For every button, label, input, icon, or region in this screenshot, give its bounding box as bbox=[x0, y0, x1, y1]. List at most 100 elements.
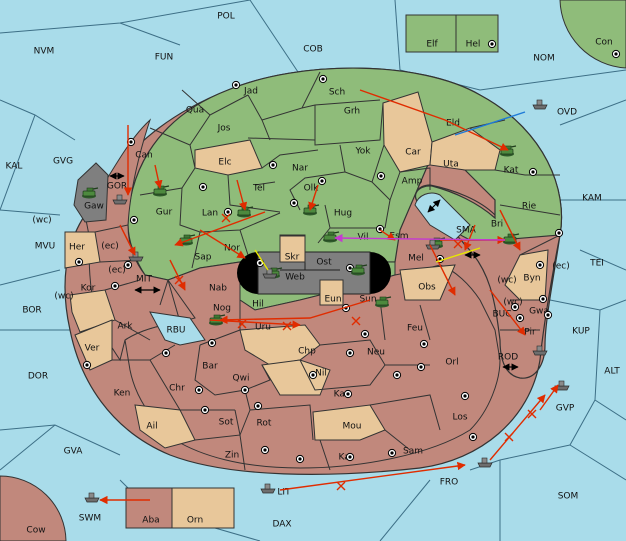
supply-center-icon bbox=[419, 339, 429, 349]
label-rbu: RBU bbox=[166, 326, 185, 336]
label-gva: GVA bbox=[64, 447, 84, 457]
support-lines bbox=[254, 111, 526, 271]
supply-center-icon bbox=[240, 385, 250, 395]
supply-center-icon bbox=[535, 260, 545, 270]
label-chr: Chr bbox=[169, 384, 185, 394]
label-can: Can bbox=[135, 151, 153, 161]
label-nab: Nab bbox=[209, 284, 227, 294]
label-web: Web bbox=[285, 273, 305, 283]
label-nor: Nor bbox=[224, 244, 240, 254]
supply-center-icon bbox=[308, 370, 318, 380]
label-nvm: NVM bbox=[34, 47, 55, 57]
label-uta: Uta bbox=[443, 160, 459, 170]
label-con: Con bbox=[595, 38, 613, 48]
order-arrows bbox=[99, 89, 559, 505]
label-gur: Gur bbox=[156, 208, 173, 218]
supply-center-icon bbox=[318, 74, 328, 84]
region-cow bbox=[0, 475, 67, 541]
supply-center-icon bbox=[543, 310, 553, 320]
label-ec3: (ec) bbox=[552, 262, 570, 272]
supply-center-icon bbox=[161, 348, 171, 358]
label-kaa: Kaa bbox=[334, 390, 351, 400]
supply-center-icon bbox=[129, 215, 139, 225]
label-gvg: GVG bbox=[53, 157, 73, 167]
label-ovd: OVD bbox=[557, 108, 577, 118]
supply-center-icon bbox=[82, 360, 92, 370]
label-elc: Elc bbox=[218, 158, 231, 168]
label-ver: Ver bbox=[85, 344, 100, 354]
supply-center-icon bbox=[207, 338, 217, 348]
label-skr: Skr bbox=[285, 253, 300, 263]
label-kup: KUP bbox=[572, 327, 590, 337]
label-eun: Eun bbox=[324, 295, 341, 305]
label-uru: Uru bbox=[255, 323, 271, 333]
label-pol: POL bbox=[217, 12, 235, 22]
label-yok: Yok bbox=[354, 147, 371, 157]
supply-center-icon bbox=[200, 405, 210, 415]
supply-center-icon bbox=[376, 171, 386, 181]
label-nar: Nar bbox=[292, 164, 308, 174]
label-rod: ROD bbox=[498, 353, 518, 363]
label-kam: KAM bbox=[582, 194, 602, 204]
label-los: Los bbox=[452, 413, 467, 423]
label-nil: Nil bbox=[315, 369, 327, 379]
supply-center-icon bbox=[510, 302, 520, 312]
label-ken: Ken bbox=[114, 389, 131, 399]
region-orn bbox=[171, 487, 235, 529]
label-elf: Elf bbox=[426, 40, 438, 50]
supply-center-icon bbox=[611, 49, 621, 59]
label-rie: Rie bbox=[522, 202, 537, 212]
double-arrows bbox=[109, 172, 519, 371]
label-ail: Ail bbox=[146, 422, 157, 432]
supply-centers bbox=[74, 39, 621, 464]
supply-center-icon bbox=[295, 454, 305, 464]
label-bar: Bar bbox=[202, 362, 218, 372]
label-zin: Zin bbox=[225, 451, 239, 461]
supply-center-icon bbox=[223, 207, 233, 217]
supply-center-icon bbox=[468, 432, 478, 442]
label-mit: MIT bbox=[136, 275, 152, 285]
label-kal: KAL bbox=[6, 162, 23, 172]
supply-center-icon bbox=[345, 452, 355, 462]
supply-center-icon bbox=[123, 260, 133, 270]
supply-center-icon bbox=[289, 198, 299, 208]
label-jad: Jad bbox=[243, 87, 258, 97]
supply-center-icon bbox=[515, 313, 525, 323]
label-jos: Jos bbox=[217, 124, 231, 134]
supply-center-icon bbox=[317, 176, 327, 186]
label-obs: Obs bbox=[418, 283, 436, 293]
label-sma: SMA bbox=[456, 226, 476, 236]
label-pir: Pir bbox=[524, 328, 536, 338]
label-ost: Ost bbox=[316, 258, 332, 268]
label-olk: Olk bbox=[304, 184, 320, 194]
supply-center-icon bbox=[360, 329, 370, 339]
label-sun: Sun bbox=[359, 295, 376, 305]
failed-order-marks bbox=[174, 213, 537, 491]
label-som: SOM bbox=[558, 492, 579, 502]
label-cob: COB bbox=[303, 45, 323, 55]
region-elf-hel bbox=[405, 14, 499, 53]
label-sap: Sap bbox=[195, 253, 212, 263]
supply-center-icon bbox=[231, 80, 241, 90]
label-feu: Feu bbox=[407, 324, 423, 334]
label-amp: Amp bbox=[402, 177, 423, 187]
supply-center-icon bbox=[554, 228, 564, 238]
supply-center-icon bbox=[460, 391, 470, 401]
label-gor: GOR bbox=[107, 182, 127, 192]
label-buc: BUC bbox=[492, 310, 511, 320]
label-tel: Tel bbox=[252, 184, 265, 194]
label-neu: Neu bbox=[367, 348, 385, 358]
label-hil: Hil bbox=[252, 300, 264, 310]
label-orl: Orl bbox=[445, 358, 458, 368]
label-wc4: (wc) bbox=[503, 298, 522, 308]
label-qwi: Qwi bbox=[233, 374, 250, 384]
label-hel: Hel bbox=[466, 40, 481, 50]
label-chp: Chp bbox=[298, 347, 316, 357]
label-ec1: (ec) bbox=[101, 242, 119, 252]
supply-center-icon bbox=[126, 137, 136, 147]
label-swm: SWM bbox=[79, 514, 101, 524]
label-aba: Aba bbox=[142, 516, 159, 526]
label-cow: Cow bbox=[26, 526, 45, 536]
label-nom: NOM bbox=[533, 54, 555, 64]
